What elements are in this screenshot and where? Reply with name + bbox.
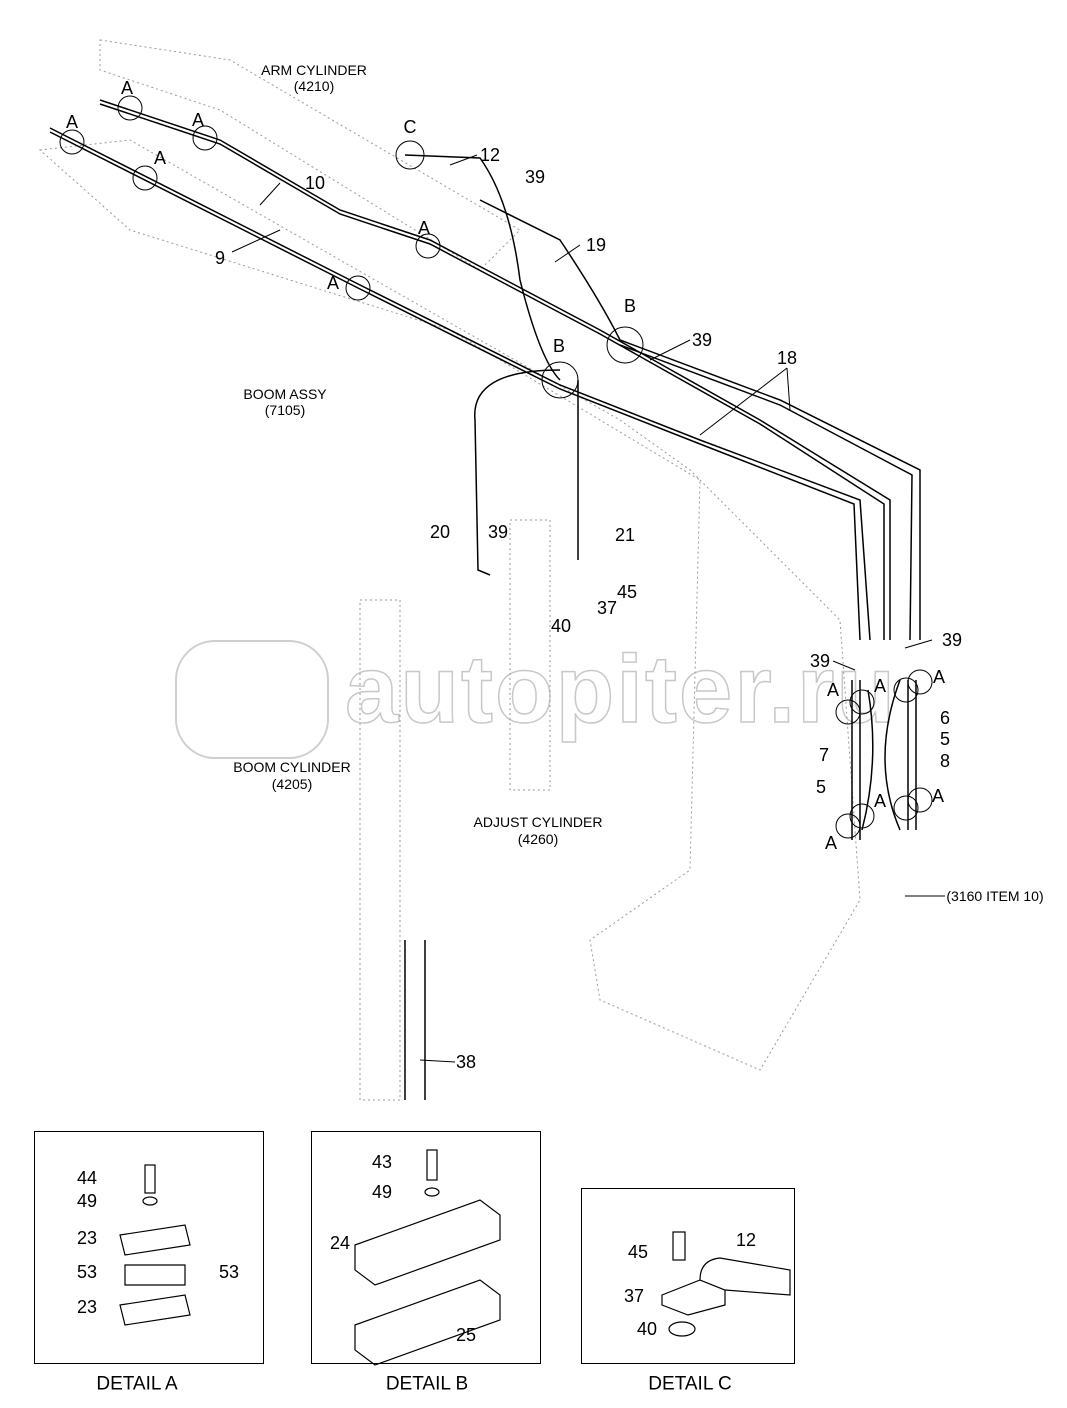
hose-38 (404, 940, 426, 1100)
callout: A (873, 676, 887, 696)
callout: 18 (776, 348, 798, 368)
boom-outline (38, 139, 861, 1071)
bolt-45 (672, 1231, 686, 1261)
bolt-44 (144, 1164, 156, 1194)
detail-c-title: DETAIL C (648, 1373, 732, 1395)
boom-assy-number: (7105) (264, 402, 306, 418)
detail-a-part: 53 (218, 1262, 240, 1282)
boom-assy-label: BOOM ASSY (243, 386, 327, 402)
detail-a-box (34, 1131, 264, 1364)
clamp-25 (354, 1279, 501, 1366)
callout: 5 (939, 729, 951, 749)
callout: A (65, 112, 79, 132)
callout: 5 (815, 777, 827, 797)
detail-a-part: 23 (76, 1297, 98, 1317)
callout: A (931, 786, 945, 806)
callout: A (120, 78, 134, 98)
callout: 39 (809, 651, 831, 671)
detail-b-part: 24 (329, 1233, 351, 1253)
clamp-23-bottom (119, 1294, 191, 1326)
hose-12-19 (404, 154, 561, 381)
callout: 9 (214, 248, 226, 268)
callout: A (417, 218, 431, 238)
hose-9 (49, 127, 871, 641)
boom-cylinder-label: BOOM CYLINDER (233, 759, 351, 775)
callout: 37 (596, 598, 618, 618)
boom-cylinder-outline (359, 599, 401, 1101)
hose-12-end (699, 1257, 791, 1296)
detail-a-part: 44 (76, 1168, 98, 1188)
callout: 19 (585, 235, 607, 255)
sleeve-53 (124, 1264, 186, 1286)
reference-label: (3160 ITEM 10) (946, 888, 1044, 904)
hoses-lower (851, 679, 917, 840)
arm-outline (99, 39, 521, 271)
detail-b-title: DETAIL B (385, 1373, 469, 1395)
callout: 7 (818, 745, 830, 765)
watermark-logo-icon (175, 640, 329, 759)
detail-c-part: 45 (627, 1242, 649, 1262)
callout: 38 (455, 1052, 477, 1072)
callout: B (623, 296, 637, 316)
callout: 39 (941, 630, 963, 650)
o-ring-40 (668, 1321, 696, 1337)
callout: B (552, 336, 566, 356)
detail-b-part: 49 (371, 1182, 393, 1202)
detail-b-box (311, 1131, 541, 1364)
detail-a-part: 49 (76, 1191, 98, 1211)
callout: A (153, 148, 167, 168)
detail-a-part: 53 (76, 1262, 98, 1282)
detail-c-part: 12 (735, 1230, 757, 1250)
clamp-24 (354, 1199, 501, 1286)
bolt-43 (426, 1149, 438, 1181)
detail-c-box (581, 1188, 795, 1364)
callout: 8 (939, 751, 951, 771)
boom-cylinder-number: (4205) (271, 776, 313, 792)
callout: A (826, 680, 840, 700)
callout: 39 (691, 330, 713, 350)
callout: A (824, 833, 838, 853)
callout: A (932, 667, 946, 687)
callout: 10 (304, 173, 326, 193)
detail-c-part: 37 (623, 1286, 645, 1306)
callout: 6 (939, 708, 951, 728)
detail-a-title: DETAIL A (96, 1373, 178, 1395)
adjust-cylinder-number: (4260) (517, 831, 559, 847)
detail-c-part: 40 (636, 1319, 658, 1339)
adjust-cylinder-outline (509, 519, 551, 791)
callout: 45 (616, 582, 638, 602)
callout: C (403, 117, 417, 137)
clamp-23-top (119, 1224, 191, 1256)
callout: 21 (614, 525, 636, 545)
detail-a-part: 23 (76, 1228, 98, 1248)
adjust-cylinder-label: ADJUST CYLINDER (473, 814, 603, 830)
callout: A (873, 791, 887, 811)
callout: A (326, 273, 340, 293)
detail-b-part: 43 (371, 1152, 393, 1172)
callout: 12 (479, 145, 501, 165)
arm-cylinder-label: ARM CYLINDER (261, 62, 367, 78)
callout: 20 (429, 522, 451, 542)
arm-cylinder-number: (4210) (293, 78, 335, 94)
callout: 39 (487, 522, 509, 542)
hose-20 (474, 369, 561, 576)
callout: A (191, 110, 205, 130)
callout: 39 (524, 167, 546, 187)
watermark: autopiter.ru (344, 635, 898, 744)
callout: 40 (550, 616, 572, 636)
detail-b-part: 25 (455, 1325, 477, 1345)
hose-10 (99, 99, 891, 640)
